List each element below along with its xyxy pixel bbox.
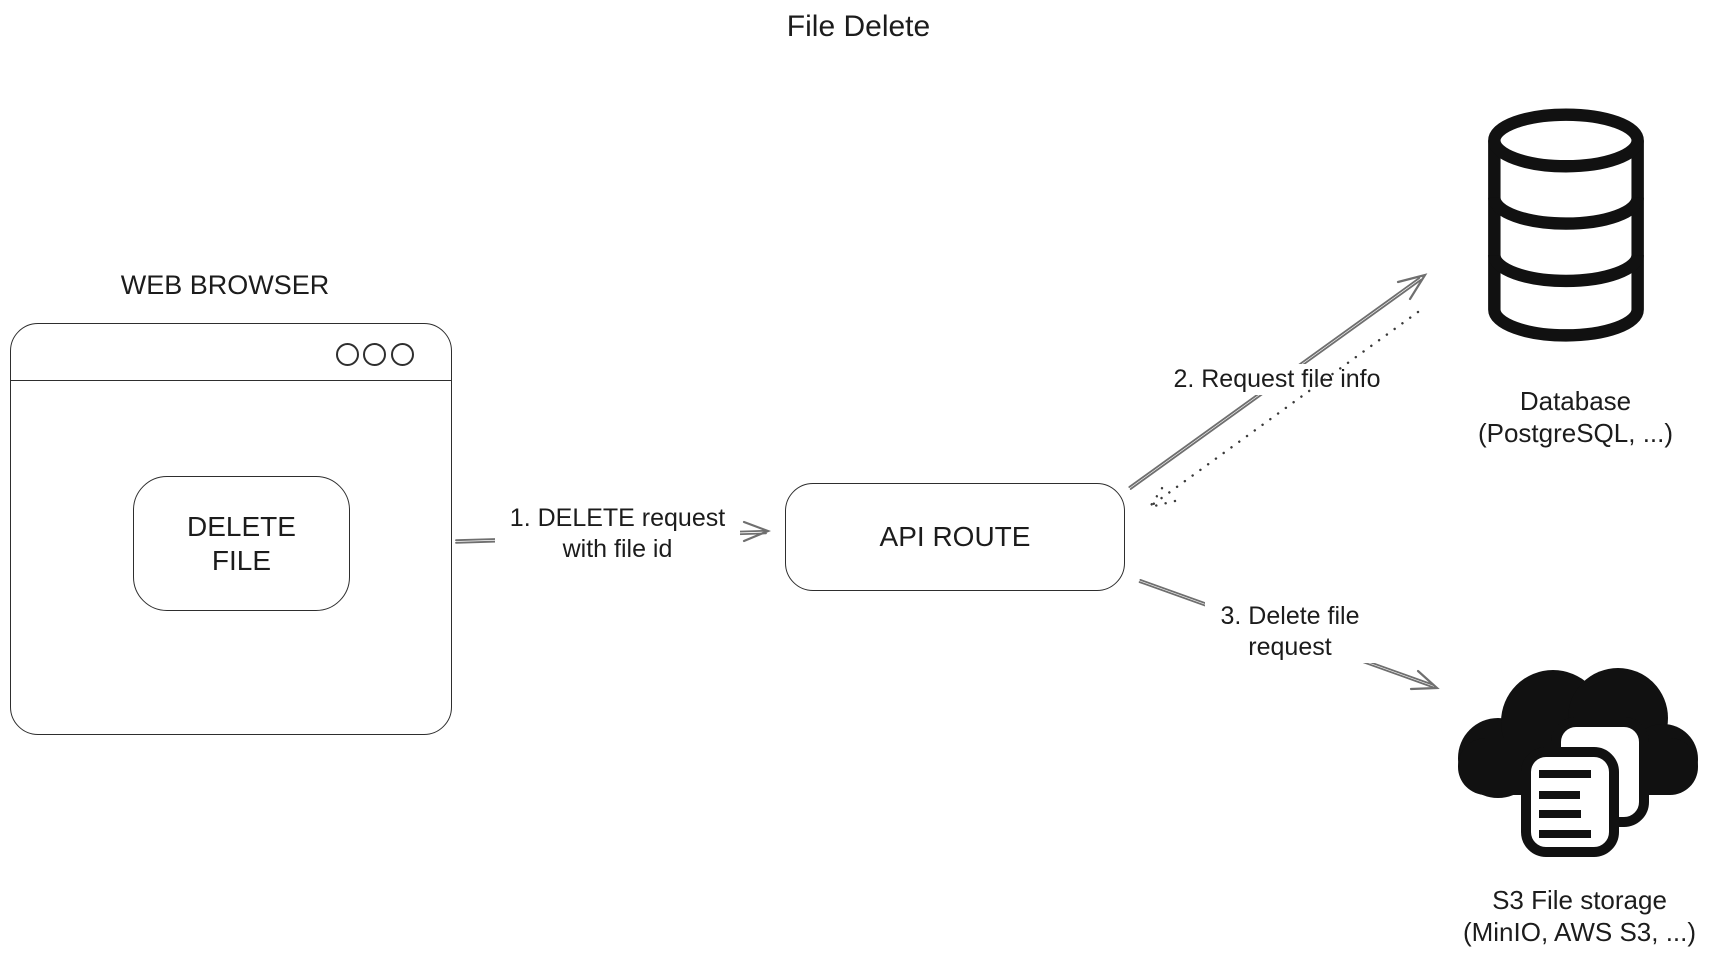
flow-label-line: with file id [562,535,673,563]
s3-storage-detail: (MinIO, AWS S3, ...) [1462,917,1697,947]
page-title: File Delete [786,10,931,43]
flow-label-line: 1. DELETE request [509,504,726,532]
flow-label-line: 3. Delete file [1220,602,1360,630]
delete-file-button: DELETE FILE [133,476,350,611]
s3-storage-label: S3 File storage (MinIO, AWS S3, ...) [1432,884,1717,948]
browser-titlebar [11,324,451,381]
cloud-files-icon [1458,668,1698,857]
database-label: Database (PostgreSQL, ...) [1448,385,1703,449]
flow-label-line: request [1248,633,1332,661]
database-name: Database [1519,386,1632,416]
flow-label-delete-file-request: 3. Delete file request [1205,601,1375,663]
delete-file-button-label-line2: FILE [211,544,272,576]
flow-label-line: 2. Request file info [1173,365,1381,393]
database-detail: (PostgreSQL, ...) [1477,418,1674,448]
window-control-dot [363,343,386,366]
api-route-label: API ROUTE [879,521,1031,552]
s3-storage-name: S3 File storage [1492,885,1667,915]
flow-label-delete-request: 1. DELETE request with file id [495,503,740,565]
delete-file-button-label-line1: DELETE [187,510,296,542]
api-route-box: API ROUTE [785,483,1125,591]
arrow-file-info-response-dotted-icon [1147,310,1420,509]
web-browser-label: WEB BROWSER [120,270,330,300]
files-shape [1521,717,1649,857]
flow-label-request-file-info: 2. Request file info [1152,364,1402,395]
web-browser-window: DELETE FILE [10,323,452,735]
database-cylinder-icon [1488,108,1644,342]
window-control-dot [336,343,359,366]
window-control-dot [391,343,414,366]
